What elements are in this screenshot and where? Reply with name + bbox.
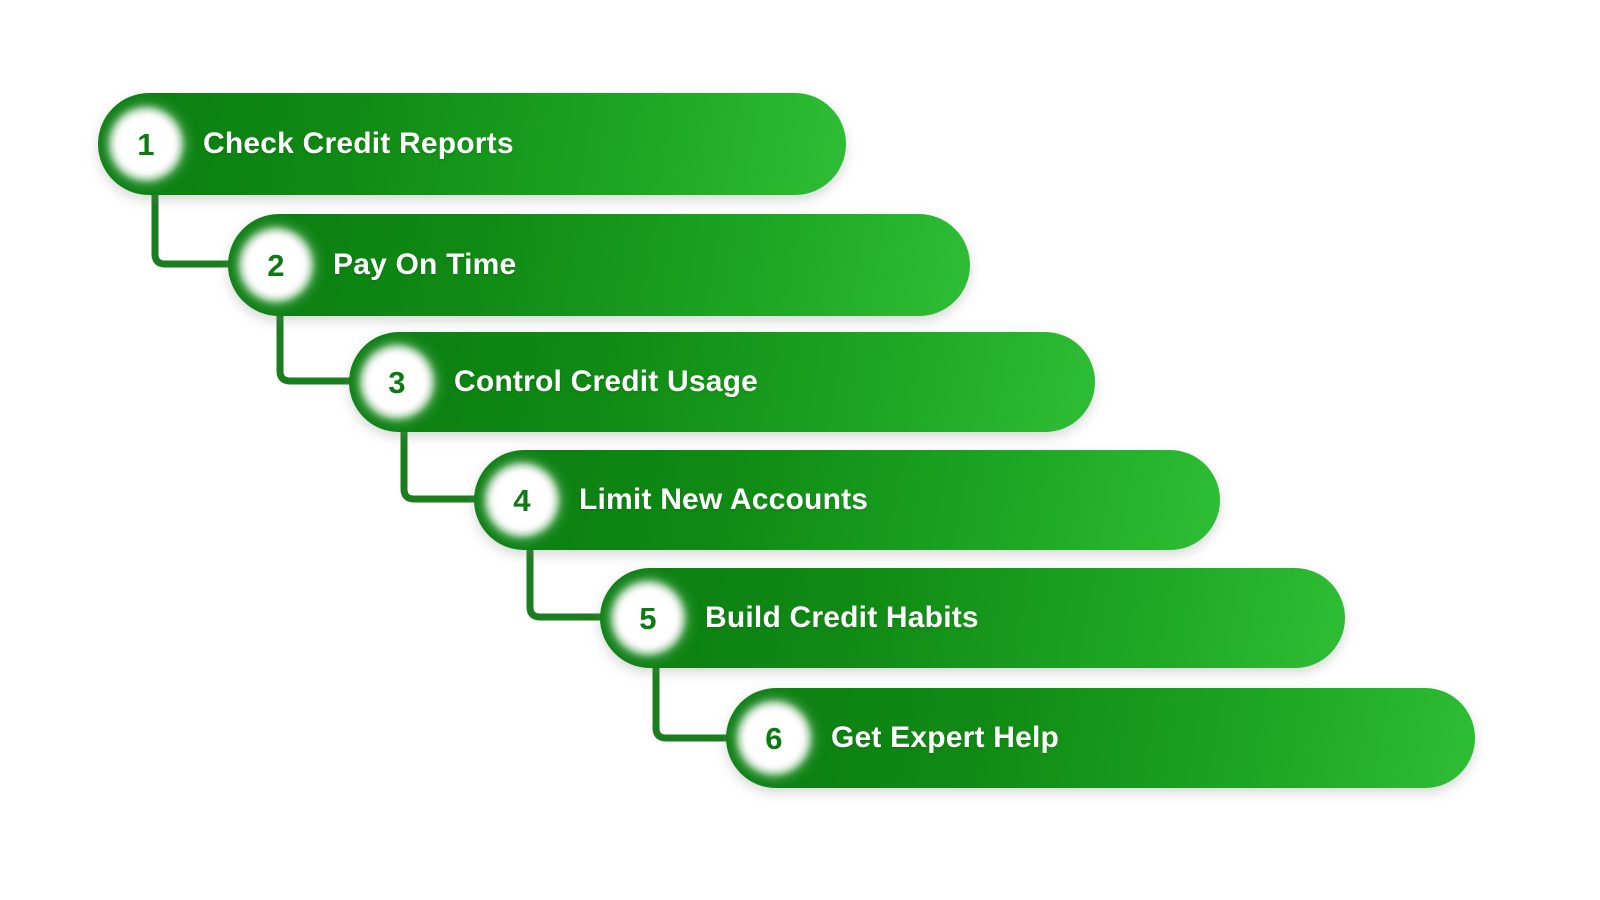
- step-number-badge-2: 2: [245, 234, 307, 296]
- step-bar-background-2: [228, 214, 970, 316]
- step-row-1[interactable]: 1 Check Credit Reports: [98, 93, 846, 195]
- step-row-6[interactable]: 6 Get Expert Help: [726, 688, 1475, 788]
- step-number-text: 2: [267, 247, 285, 283]
- step-number-badge-6: 6: [743, 707, 805, 769]
- step-bar-background-3: [349, 332, 1095, 432]
- step-label-text: Get Expert Help: [831, 721, 1060, 754]
- step-number-badge-1: 1: [115, 113, 177, 175]
- connector-4-to-5: [526, 539, 608, 621]
- connector-1-to-2: [151, 184, 236, 268]
- connector-2-to-3: [276, 305, 358, 385]
- step-label-text: Limit New Accounts: [579, 483, 869, 516]
- step-label-text: Check Credit Reports: [203, 127, 514, 160]
- step-bar-background-5: [600, 568, 1345, 668]
- step-number-badge-4: 4: [491, 469, 553, 531]
- step-row-2[interactable]: 2 Pay On Time: [228, 214, 970, 316]
- step-number-badge-5: 5: [617, 587, 679, 649]
- step-number-text: 3: [388, 364, 406, 400]
- step-row-3[interactable]: 3 Control Credit Usage: [349, 332, 1095, 432]
- step-bar-background-4: [474, 450, 1220, 550]
- connector-5-to-6: [652, 657, 735, 742]
- step-number-text: 1: [137, 126, 155, 162]
- step-number-badge-3: 3: [366, 351, 428, 413]
- step-label-text: Build Credit Habits: [705, 601, 979, 634]
- step-bar-background-6: [726, 688, 1475, 788]
- step-label-text: Control Credit Usage: [454, 365, 759, 398]
- connector-3-to-4: [400, 421, 482, 503]
- step-row-5[interactable]: 5 Build Credit Habits: [600, 568, 1345, 668]
- step-number-text: 4: [513, 482, 531, 518]
- step-number-text: 6: [765, 720, 783, 756]
- step-bar-background-1: [98, 93, 846, 195]
- step-label-text: Pay On Time: [333, 248, 517, 281]
- step-number-text: 5: [639, 600, 657, 636]
- step-row-4[interactable]: 4 Limit New Accounts: [474, 450, 1220, 550]
